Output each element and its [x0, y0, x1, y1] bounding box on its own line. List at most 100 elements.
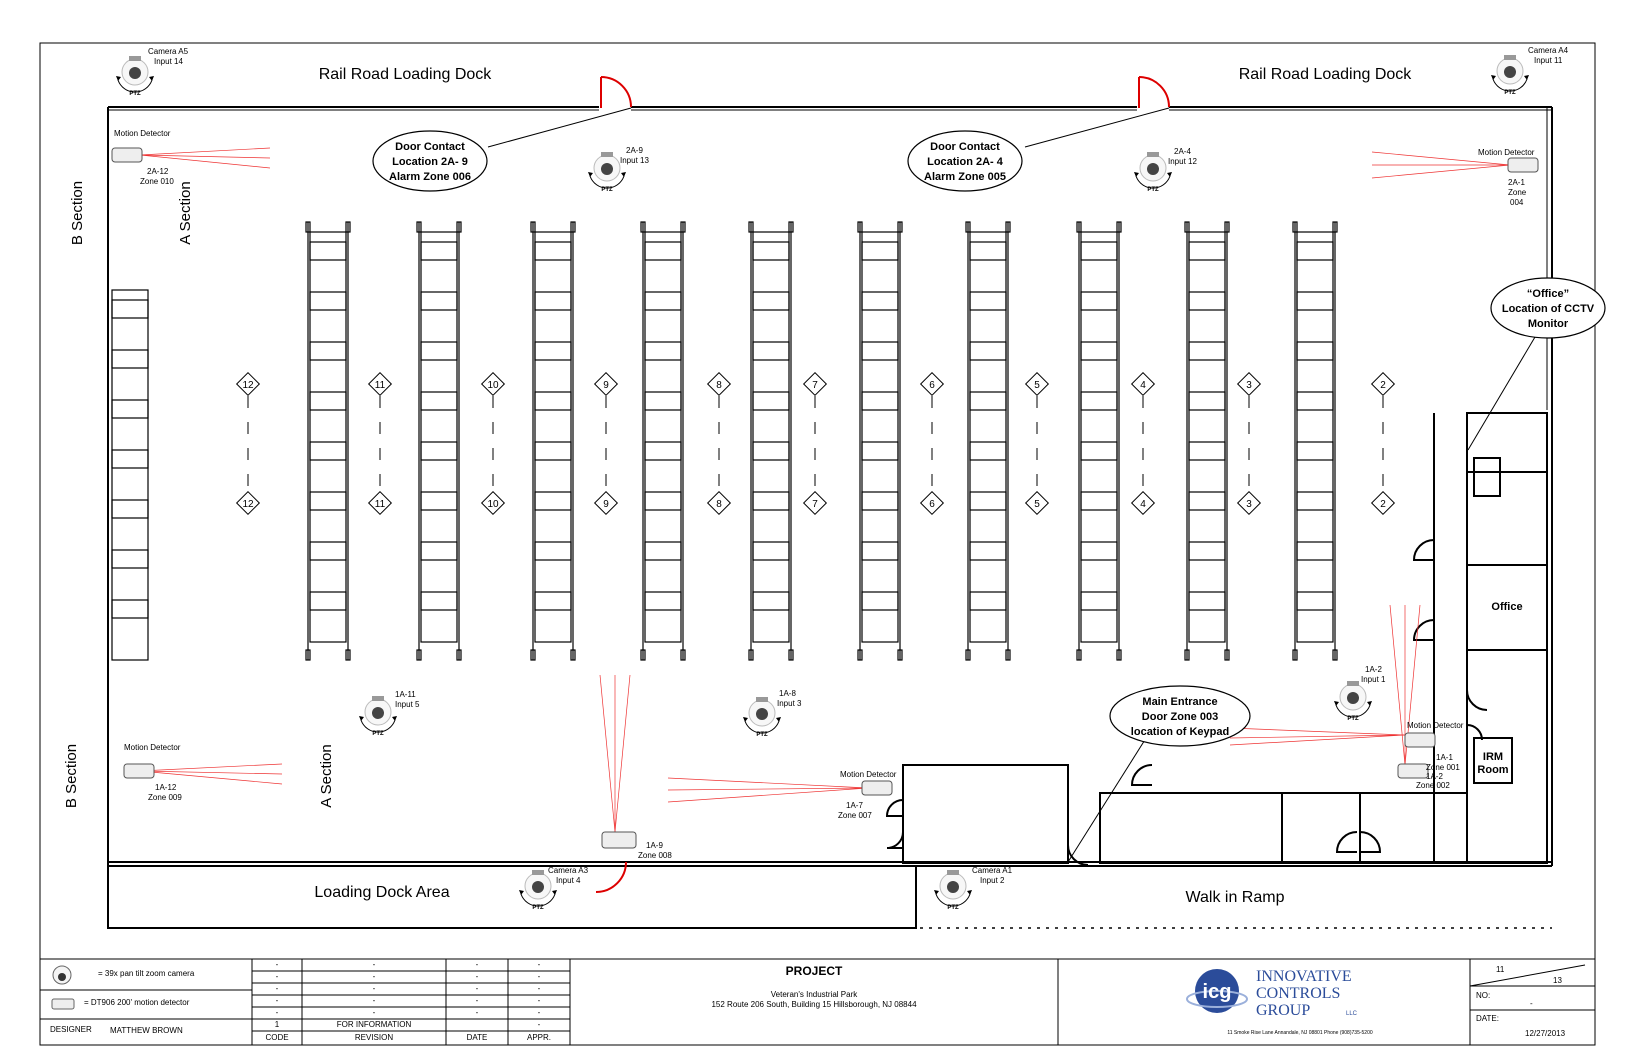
company-suffix: LLC [1346, 1011, 1358, 1017]
revision-cell: - [537, 960, 541, 969]
office-room-label: Office [1491, 601, 1522, 613]
callout-texts: Door Contact Location 2A- 9 Alarm Zone 0… [389, 141, 1595, 738]
callout-line: “Office” [1527, 288, 1569, 300]
detector-1a12-title: Motion Detector [124, 743, 181, 752]
detector-1a9-id: 1A-9 [646, 841, 663, 850]
revision-cell: - [372, 960, 376, 969]
rack [305, 221, 351, 661]
callout-line: Door Contact [930, 141, 1000, 153]
detector-1a9-zone: Zone 008 [638, 851, 672, 860]
b-section-bottom-label: B Section [63, 744, 80, 808]
revision-cell: - [372, 984, 376, 993]
revision-cell: - [275, 996, 279, 1005]
rail-dock-doors [595, 76, 1170, 893]
aisle-number: 4 [1140, 380, 1146, 391]
detector-beams [139, 147, 1511, 833]
callout-line: Main Entrance [1142, 696, 1217, 708]
camera-a3-label: Camera A3 [548, 866, 589, 875]
aisle-number: 12 [242, 499, 254, 510]
company-logo: icg [1186, 969, 1248, 1013]
aisle-marker: 11 [367, 371, 393, 397]
detector-1a12-zone: Zone 009 [148, 793, 182, 802]
ptz-label: PTZ [601, 187, 613, 193]
callout-leaders [487, 107, 1536, 863]
callout-line: Location 2A- 9 [392, 156, 468, 168]
date-value: 12/27/2013 [1525, 1029, 1566, 1038]
ptz-camera-icon: PTZ [1334, 681, 1372, 722]
aisle-number: 8 [716, 380, 722, 391]
project-title: PROJECT [785, 964, 843, 978]
revision-cell: - [537, 996, 541, 1005]
motion-detector-1a1 [1404, 732, 1436, 748]
legend-icons [51, 965, 75, 1010]
company-name-line3: GROUP [1256, 1002, 1311, 1019]
camera-2a4-label: 2A-4 [1174, 147, 1191, 156]
ptz-camera-icon: PTZ [1134, 152, 1172, 193]
ptz-label: PTZ [1347, 716, 1359, 722]
aisle-number: 2 [1380, 380, 1386, 391]
aisle-marker: 6 [919, 490, 945, 516]
camera-a1-input: Input 2 [980, 876, 1005, 885]
callout-line: Location 2A- 4 [927, 156, 1004, 168]
motion-detector-2a1 [1507, 157, 1539, 173]
aisle-number: 9 [603, 380, 609, 391]
revision-cell: - [372, 996, 376, 1005]
detector-2a1-id: 2A-1 [1508, 178, 1525, 187]
camera-a4-input: Input 11 [1534, 56, 1563, 65]
aisle-number: 6 [929, 380, 935, 391]
callout-line: location of Keypad [1131, 726, 1229, 738]
company-name-line1: INNOVATIVE [1256, 968, 1352, 985]
aisle-marker: 10 [480, 371, 506, 397]
camera-1a2-input: Input 1 [1361, 675, 1386, 684]
motion-detector-1a2 [1397, 763, 1429, 779]
camera-1a8-label: 1A-8 [779, 689, 796, 698]
ptz-camera-icon: PTZ [588, 152, 626, 193]
ptz-camera-icon: PTZ [359, 696, 397, 737]
aisle-number: 10 [487, 499, 499, 510]
aisle-marker: 7 [802, 371, 828, 397]
rack [1292, 221, 1338, 661]
detector-1a7-id: 1A-7 [846, 801, 863, 810]
revision-cell: - [475, 960, 479, 969]
aisle-marker: 2 [1370, 490, 1396, 516]
aisle-number: 5 [1034, 499, 1040, 510]
motion-detector-2a12 [111, 147, 143, 163]
camera-a3-input: Input 4 [556, 876, 581, 885]
a-section-top-label: A Section [177, 181, 194, 244]
title-block-grid [39, 958, 1596, 1046]
revision-cell: - [275, 984, 279, 993]
revision-cell: - [537, 972, 541, 981]
header-appr: APPR. [526, 1033, 551, 1042]
callout-door-2a9 [372, 130, 488, 192]
revision-cell: - [475, 984, 479, 993]
loading-dock-area-label: Loading Dock Area [314, 884, 449, 901]
detector-1a7-title: Motion Detector [840, 770, 897, 779]
callout-ellipses [372, 130, 1606, 747]
ptz-camera-icon: PTZ [743, 697, 781, 738]
rail-dock-left-label: Rail Road Loading Dock [319, 66, 493, 83]
company-name-line2: CONTROLS [1256, 985, 1341, 1002]
motion-detector-1a12 [123, 763, 155, 779]
revision-cell: - [475, 1008, 479, 1017]
rack [640, 221, 686, 661]
callout-line: Alarm Zone 006 [389, 171, 471, 183]
rack [748, 221, 794, 661]
logo-mark: icg [1203, 981, 1232, 1003]
camera-2a9-label: 2A-9 [626, 146, 643, 155]
revision-cell: - [475, 996, 479, 1005]
rack [965, 221, 1011, 661]
detector-1a1-zone: Zone 001 [1426, 763, 1460, 772]
callout-main-entrance [1109, 685, 1251, 747]
aisle-number: 8 [716, 499, 722, 510]
aisle-marker: 9 [593, 490, 619, 516]
legend-camera-text: = 39x pan tilt zoom camera [98, 969, 195, 978]
revision-cell: - [372, 972, 376, 981]
camera-1a11-label: 1A-11 [395, 690, 416, 699]
aisle-marker: 5 [1024, 371, 1050, 397]
aisle-marker: 8 [706, 371, 732, 397]
detector-2a1-title: Motion Detector [1478, 148, 1535, 157]
header-code: CODE [265, 1033, 289, 1042]
callout-line: Door Zone 003 [1142, 711, 1218, 723]
revision-cell: 1 [274, 1020, 280, 1029]
